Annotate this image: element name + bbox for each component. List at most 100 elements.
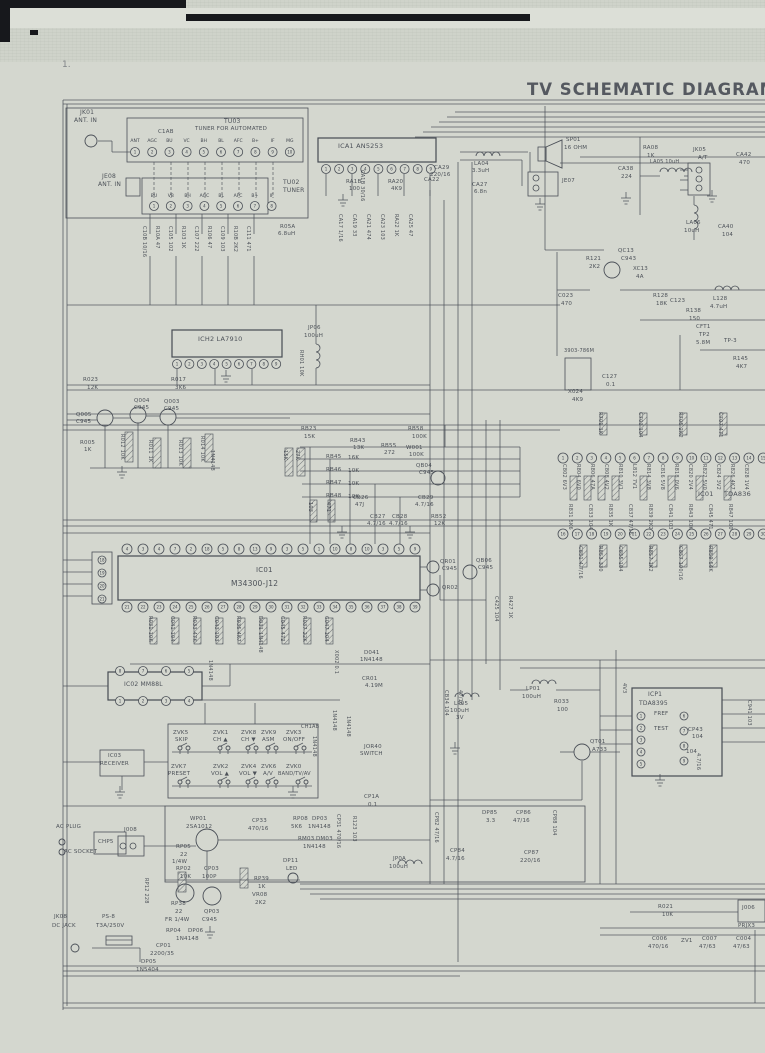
pin-label: IF — [270, 193, 274, 199]
ic-pin — [161, 666, 171, 676]
ic-pin — [249, 601, 261, 613]
pin-number: 7 — [237, 150, 240, 155]
pin-number: 10 — [364, 547, 370, 552]
pin-number: 22 — [646, 532, 652, 537]
pin-number: 21 — [99, 597, 105, 602]
pin-number: 7 — [250, 362, 253, 367]
ic-pin — [121, 601, 133, 613]
ic-pin — [249, 543, 261, 555]
pin-number: 5 — [222, 547, 225, 552]
ic-pin — [266, 201, 277, 211]
pin-number: 13 — [252, 547, 258, 552]
ic-pin — [115, 666, 125, 676]
resistor-box — [204, 433, 214, 463]
ic-pin — [184, 359, 195, 369]
resistor-box — [597, 475, 606, 501]
resistor-box — [599, 412, 608, 436]
circuit-box — [117, 555, 421, 601]
pin-number: 3 — [286, 547, 289, 552]
ic-pin — [729, 452, 740, 464]
ic-pin — [643, 528, 655, 540]
switch-lever — [298, 776, 306, 781]
pin-label: AGC — [200, 193, 210, 199]
ic-pin — [234, 359, 244, 369]
ic-pin — [377, 601, 389, 613]
switch-lever — [220, 742, 228, 747]
transistor-symbol — [287, 872, 299, 884]
switch-lever — [268, 776, 276, 781]
ic-pin — [233, 201, 243, 211]
pin-number: 15 — [761, 456, 765, 461]
resistor-box — [281, 617, 290, 645]
pin-number: 5 — [220, 204, 223, 209]
pin-number: 18 — [204, 547, 210, 552]
pin-number: 23 — [156, 605, 162, 610]
resistor-box — [695, 475, 704, 501]
ic-pin — [153, 543, 165, 555]
pin-number: 5 — [398, 547, 401, 552]
pin-number: 4 — [185, 150, 188, 155]
ic-pin — [258, 359, 269, 369]
ic-pin — [137, 543, 149, 555]
pin-label: B+ — [251, 193, 258, 199]
page-marker: 1. — [62, 60, 71, 70]
resistor-box — [171, 617, 180, 645]
switch-lever — [180, 776, 188, 781]
ic-pin — [672, 452, 683, 464]
pin-number: 8 — [263, 362, 266, 367]
resistor-box — [579, 544, 588, 568]
pin-number: 7 — [403, 167, 406, 172]
circuit-box — [317, 137, 437, 163]
pin-number: 25 — [689, 532, 695, 537]
ic-pin — [267, 147, 278, 157]
pin-number: 3 — [165, 699, 168, 704]
ic-pin — [138, 666, 148, 676]
pin-number: 20 — [618, 532, 624, 537]
pin-number: 2 — [190, 547, 193, 552]
resistor-box — [709, 544, 718, 568]
pin-number: 7 — [648, 456, 651, 461]
ic-pin — [643, 452, 655, 464]
transistor-symbol — [70, 943, 80, 953]
pin-number: 22 — [140, 605, 146, 610]
pin-number: 3 — [640, 738, 643, 743]
resistor-box — [639, 412, 648, 436]
pin-label: AGC — [147, 138, 157, 144]
ic-pin — [138, 696, 148, 706]
ic-pin — [700, 452, 712, 464]
pin-number: 21 — [124, 605, 130, 610]
ic-pin — [629, 452, 640, 464]
resistor-box — [193, 617, 202, 645]
pin-number: 27 — [220, 605, 226, 610]
ic-pin — [743, 528, 755, 540]
speaker-icon — [545, 139, 563, 169]
ic-pin — [121, 543, 133, 555]
ic-pin — [161, 696, 171, 706]
ic-pin — [297, 601, 309, 613]
pin-number: 39 — [412, 605, 418, 610]
circuit-box — [93, 831, 127, 855]
ic-pin — [149, 201, 159, 211]
pin-number: 17 — [575, 532, 581, 537]
resistor-box — [599, 544, 608, 568]
ic-pin — [169, 601, 181, 613]
pin-label: MG — [286, 138, 294, 144]
circuit-box — [107, 671, 203, 701]
pin-number: 3 — [201, 362, 204, 367]
ic-pin — [399, 164, 410, 174]
pin-number: 28 — [732, 532, 738, 537]
inductor-symbol — [659, 167, 693, 173]
pin-number: 21 — [632, 532, 638, 537]
pin-number: 37 — [380, 605, 386, 610]
pin-label: BU — [151, 193, 157, 199]
ic-pin — [281, 601, 293, 613]
pin-number: 2 — [640, 726, 643, 731]
schematic-title: TV SCHEMATIC DIAGRAM — [527, 80, 765, 99]
ic-pin — [679, 711, 689, 721]
resistor-box — [611, 475, 620, 501]
ic-pin — [216, 147, 226, 157]
ic-pin — [185, 601, 197, 613]
pin-number: 3 — [590, 456, 593, 461]
ic-pin — [345, 543, 357, 555]
